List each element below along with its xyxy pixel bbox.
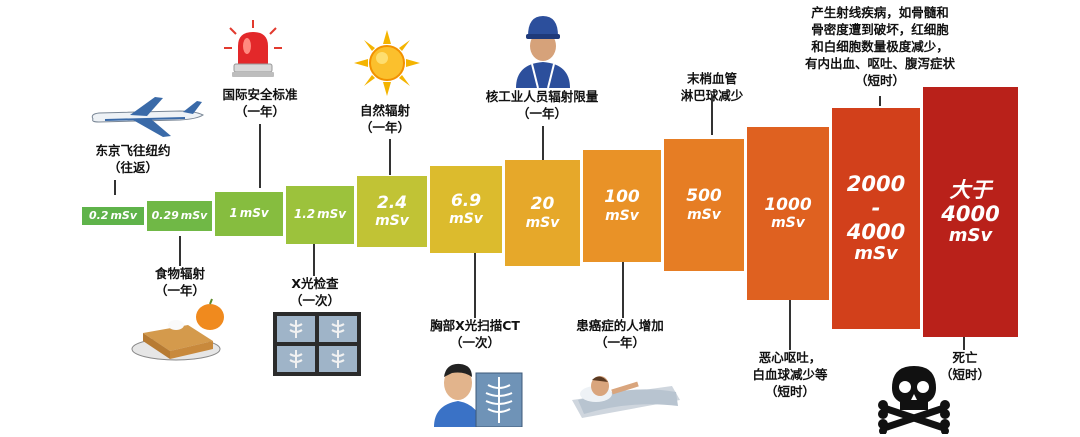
dose-value: 20 <box>530 194 555 215</box>
dose-unit: mSv <box>948 224 993 246</box>
dose-unit: mSv <box>180 208 208 222</box>
xray-film-icon <box>273 312 361 376</box>
dose-value: 100 <box>604 187 640 208</box>
dose-value: 1000 <box>764 194 812 215</box>
pie-icon <box>131 298 224 361</box>
sun-icon <box>354 30 420 96</box>
label-food: 食物辐射 （一年） <box>154 266 205 298</box>
connector-line <box>313 244 315 276</box>
dose-unit: mSv <box>605 207 639 224</box>
label-severe-illness: 产生射线疾病，如骨髓和 骨密度遭到破坏，红细胞 和白细胞数量极度减少， 有内出血… <box>804 5 955 88</box>
label-death: 死亡 （短时） <box>939 350 990 382</box>
dose-unit: mSv <box>317 207 347 222</box>
dose-unit: mSv <box>449 211 483 228</box>
label-ct: 胸部X光扫描CT （一次） <box>430 318 520 350</box>
dose-unit: mSv <box>687 206 721 223</box>
label-xray: X光检查 （一次） <box>289 276 340 308</box>
dose-value: 1.2 <box>293 207 316 222</box>
connector-line <box>879 96 881 106</box>
hospital-bed-icon <box>572 376 680 418</box>
label-intl-standard: 国际安全标准 （一年） <box>222 87 298 119</box>
worker-icon <box>516 16 570 88</box>
patient-xray-icon <box>434 363 523 427</box>
dose-unit: mSv <box>375 213 409 230</box>
connector-line <box>542 126 544 161</box>
dose-unit: mSv <box>525 214 560 231</box>
connector-line <box>622 262 624 318</box>
connector-line <box>114 180 116 195</box>
siren-icon <box>224 20 282 77</box>
connector-line <box>179 236 181 266</box>
dose-value: 500 <box>686 186 722 207</box>
label-natural-radiation: 自然辐射 （一年） <box>359 103 410 135</box>
dose-value: 大于 4000 <box>941 177 1000 226</box>
skull-crossbones-icon <box>878 366 950 434</box>
connector-line <box>389 139 391 175</box>
dose-unit: mSv <box>110 208 138 222</box>
label-nausea: 恶心呕吐， 白血球减少等 （短时） <box>752 350 828 399</box>
dose-unit: mSv <box>239 206 269 221</box>
label-flight: 东京飞往纽约 （往返） <box>95 143 171 175</box>
label-cancer: 患癌症的人增加 （一年） <box>576 318 664 350</box>
dose-value: 2000 - 4000 <box>846 171 906 245</box>
airplane-icon <box>91 97 204 137</box>
dose-value: 0.29 <box>151 208 179 222</box>
connector-line <box>711 95 713 135</box>
dose-value: 1 <box>229 206 238 221</box>
connector-line <box>474 253 476 318</box>
connector-line <box>259 124 261 188</box>
dose-unit: mSv <box>771 215 805 232</box>
dose-value: 2.4 <box>376 192 408 213</box>
label-nuclear-worker: 核工业人员辐射限量 （一年） <box>485 89 599 121</box>
dose-value: 6.9 <box>450 190 482 211</box>
connector-line <box>789 300 791 350</box>
dose-value: 0.2 <box>88 208 109 222</box>
dose-unit: mSv <box>854 243 898 265</box>
